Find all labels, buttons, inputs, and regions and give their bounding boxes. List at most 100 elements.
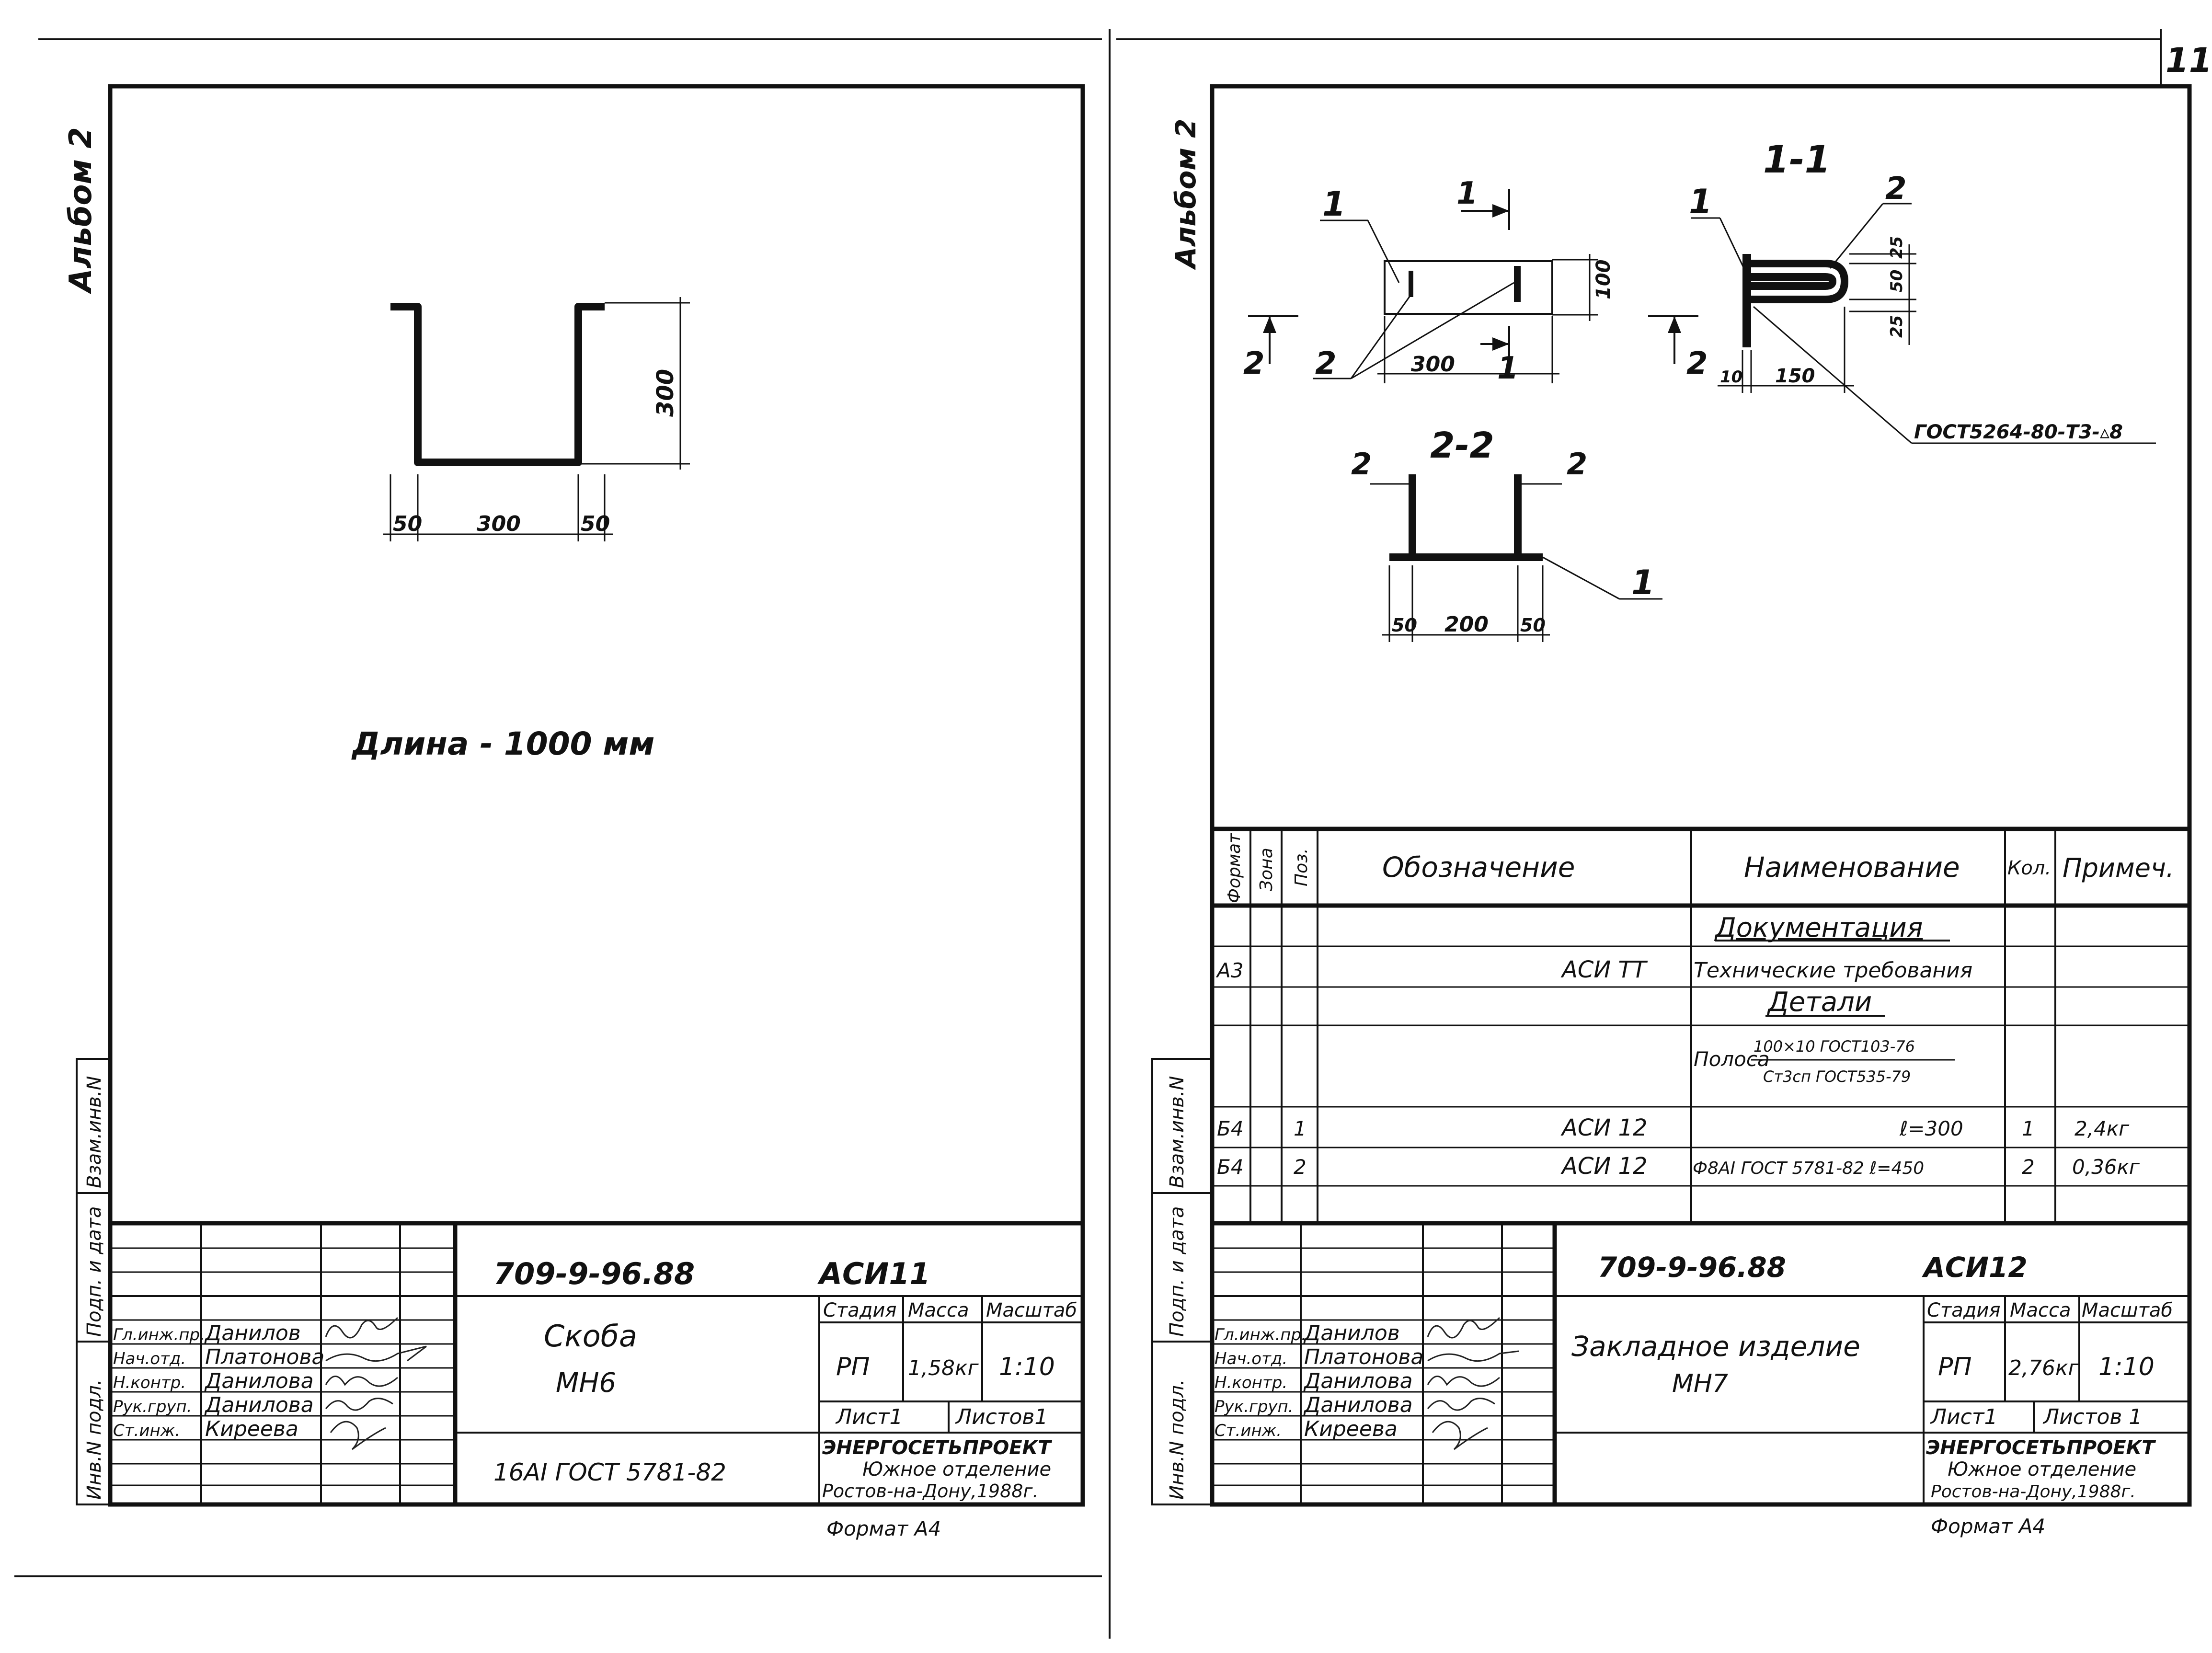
spec-row-1-name: ℓ=300 xyxy=(1899,1117,1963,1140)
sec11-pos-1: 1 xyxy=(1689,182,1712,221)
bracket-width-dim: 300 xyxy=(477,512,521,536)
spec-row-1-format: Б4 xyxy=(1217,1117,1244,1140)
sec22-pos-2-left: 2 xyxy=(1351,447,1372,482)
bracket-mn6-drawing: 300 50 300 50 xyxy=(383,297,690,541)
spec-row-1: Б4 1 АСИ 12 ℓ=300 1 2,4кг xyxy=(1217,1114,2130,1141)
section-1-1: 1-1 25 50 25 10 150 1 2 ГО xyxy=(1689,138,2156,444)
spec-row-1-qty: 1 xyxy=(2022,1117,2035,1140)
spec-header-note: Примеч. xyxy=(2063,853,2174,883)
right-stage-header: Стадия xyxy=(1927,1299,2000,1321)
sec22-dim-50b: 50 xyxy=(1520,615,1546,636)
left-staff-role-1: Гл.инж.пр. xyxy=(113,1325,205,1344)
right-album-label: Альбом 2 xyxy=(1169,119,1202,270)
right-sheet: Альбом 2 Инв.N подл. Подп. и дата Взам.и… xyxy=(1151,84,2192,1538)
right-stamp-sign: Подп. и дата xyxy=(1166,1206,1188,1337)
spec-row-docs-format: А3 xyxy=(1215,959,1243,982)
left-org-dept: Южное отделение xyxy=(862,1458,1051,1481)
spec-row-docs-designation: АСИ ТТ xyxy=(1560,956,1648,983)
plan-height-dim: 100 xyxy=(1593,260,1615,300)
left-frame xyxy=(108,84,1085,1507)
spec-row-docs-name: Технические требования xyxy=(1694,958,1972,983)
left-stage-header: Стадия xyxy=(823,1299,896,1321)
spec-row-1-pos: 1 xyxy=(1294,1117,1307,1140)
right-staff-name-3: Данилова xyxy=(1303,1369,1413,1393)
spec-header-designation: Обозначение xyxy=(1382,851,1575,884)
spec-table: Формат Зона Поз. Обозначение Наименовани… xyxy=(1212,826,2189,1223)
bracket-height-dim: 300 xyxy=(652,369,679,417)
spec-header-format: Формат xyxy=(1225,833,1244,903)
left-title-block: Гл.инж.пр. Данилов Нач.отд. Платонова Н.… xyxy=(110,1221,1083,1540)
left-mass: 1,58кг xyxy=(908,1356,979,1380)
sec22-pos-1: 1 xyxy=(1631,563,1655,602)
cut-2-label-right: 2 xyxy=(1686,346,1708,381)
right-scale: 1:10 xyxy=(2098,1353,2155,1381)
right-title-block: Гл.инж.пр. Данилов Нач.отд. Платонова Н.… xyxy=(1212,1221,2189,1538)
spec-row-2-designation: АСИ 12 xyxy=(1560,1153,1648,1180)
left-doc-number: 709-9-96.88 xyxy=(493,1256,695,1291)
sec22-dim-50a: 50 xyxy=(1392,615,1417,636)
left-sheet-no: Лист1 xyxy=(835,1405,903,1429)
left-staff-name-2: Платонова xyxy=(205,1345,324,1369)
right-stamp-inv: Инв.N подл. xyxy=(1166,1379,1188,1500)
sec22-pos-2-right: 2 xyxy=(1567,447,1587,482)
right-format: Формат А4 xyxy=(1931,1515,2045,1538)
right-staff-name-2: Платонова xyxy=(1304,1345,1423,1369)
spec-section-docs: Документация xyxy=(1714,912,1923,943)
section-2-2: 2-2 2 2 1 50 200 50 xyxy=(1351,425,1662,642)
length-note: Длина - 1000 мм xyxy=(351,725,654,762)
bracket-flange-left-dim: 50 xyxy=(393,512,422,536)
left-staff-role-4: Рук.груп. xyxy=(113,1397,192,1416)
plan-pos-2: 2 xyxy=(1315,346,1337,381)
left-doc-code: АСИ11 xyxy=(817,1256,930,1291)
right-mass-header: Масса xyxy=(2010,1299,2071,1321)
left-staff-name-3: Данилова xyxy=(204,1369,314,1393)
right-staff-role-4: Рук.груп. xyxy=(1215,1397,1294,1416)
sec11-dim-25b: 25 xyxy=(1887,315,1906,338)
spec-row-1-note: 2,4кг xyxy=(2074,1117,2130,1140)
plan-length-dim: 300 xyxy=(1411,352,1455,377)
spec-row-2-format: Б4 xyxy=(1217,1155,1244,1179)
spec-row-2-pos: 2 xyxy=(1294,1155,1307,1179)
left-stamp-inv: Инв.N подл. xyxy=(83,1379,105,1500)
left-org-name: ЭНЕРГОСЕТЬПРОЕКТ xyxy=(822,1437,1052,1459)
left-album-label: Альбом 2 xyxy=(63,127,99,295)
left-staff-name-5: Киреева xyxy=(205,1417,298,1441)
left-sheets-total: Листов1 xyxy=(955,1405,1048,1429)
spec-row-2-qty: 2 xyxy=(2022,1155,2035,1179)
left-stamp-sign: Подп. и дата xyxy=(83,1206,105,1337)
left-staff-name-4: Данилова xyxy=(204,1393,314,1417)
left-staff-role-3: Н.контр. xyxy=(113,1373,186,1392)
plate-plan-view: 100 300 1 1 2 2 1 xyxy=(1243,176,1708,386)
right-side-stamp: Инв.N подл. Подп. и дата Взам.инв.N xyxy=(1151,1058,1213,1505)
left-material: 16АI ГОСТ 5781-82 xyxy=(493,1458,726,1486)
page-number: 11 xyxy=(2166,41,2212,80)
cut-1-label-top: 1 xyxy=(1456,176,1478,211)
right-staff-role-3: Н.контр. xyxy=(1215,1373,1287,1392)
left-sheet: Альбом 2 Инв.N подл. Подп. и дата Взам.и… xyxy=(63,84,1085,1540)
right-mass: 2,76кг xyxy=(2008,1356,2080,1380)
left-item-name: Скоба xyxy=(544,1319,637,1354)
sec11-dim-50: 50 xyxy=(1887,270,1906,292)
right-frame xyxy=(1210,84,2192,1507)
right-sheet-no: Лист1 xyxy=(1930,1405,1998,1429)
right-signatures xyxy=(1427,1317,1519,1450)
right-item-name: Закладное изделие xyxy=(1571,1330,1860,1363)
right-item-code: МН7 xyxy=(1672,1369,1728,1398)
left-scale: 1:10 xyxy=(999,1353,1055,1381)
spec-row-2: Б4 2 АСИ 12 Ф8АI ГОСТ 5781-82 ℓ=450 2 0,… xyxy=(1217,1153,2140,1180)
bracket-flange-right-dim: 50 xyxy=(581,512,610,536)
right-org-dept: Южное отделение xyxy=(1948,1458,2136,1481)
left-stage: РП xyxy=(836,1353,870,1381)
left-format: Формат А4 xyxy=(826,1517,941,1540)
spec-strip-bottom: Ст3сп ГОСТ535-79 xyxy=(1763,1068,1911,1086)
right-doc-number: 709-9-96.88 xyxy=(1598,1251,1786,1284)
spec-header-name: Наименование xyxy=(1744,851,1960,884)
left-scale-header: Масштаб xyxy=(986,1299,1077,1321)
left-staff-role-5: Ст.инж. xyxy=(113,1421,180,1440)
spec-header-zone: Зона xyxy=(1257,848,1276,891)
right-org-city: Ростов-на-Дону,1988г. xyxy=(1931,1482,2136,1502)
right-staff-role-5: Ст.инж. xyxy=(1215,1421,1282,1440)
cut-1-label-bottom: 1 xyxy=(1497,351,1519,386)
sec22-dim-200: 200 xyxy=(1444,612,1489,637)
